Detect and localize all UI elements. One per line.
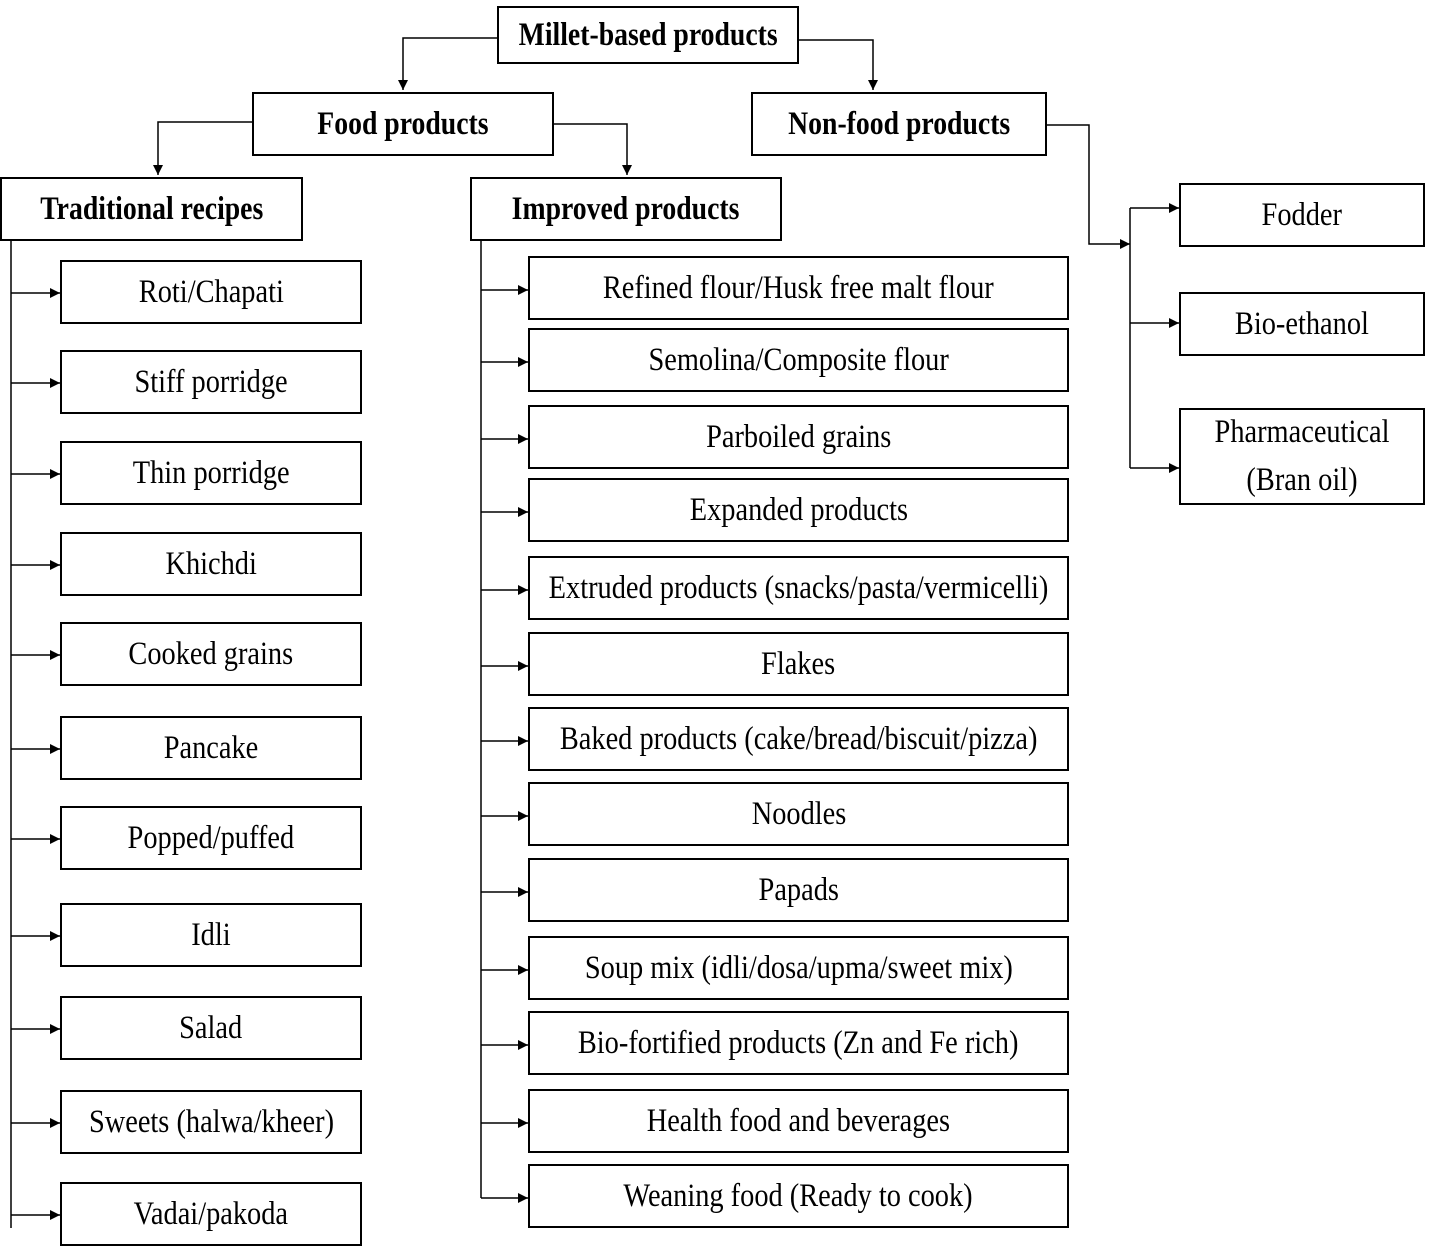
improved-item-label: Extruded products (snacks/pasta/vermicel…: [548, 569, 1049, 606]
non-food-item-label: Bio-ethanol: [1235, 305, 1369, 342]
improved-item-label: Noodles: [751, 795, 846, 832]
non-food-products-node: Non-food products: [751, 92, 1047, 156]
improved-item-label: Papads: [758, 871, 839, 908]
improved-item-baked-products-cake-bread-biscuit-pizza: Baked products (cake/bread/biscuit/pizza…: [528, 707, 1069, 771]
traditional-item-label: Thin porridge: [132, 454, 290, 491]
non-food-products-label: Non-food products: [787, 105, 1011, 142]
traditional-recipes-node: Traditional recipes: [0, 177, 303, 241]
traditional-item-stiff-porridge: Stiff porridge: [60, 350, 362, 414]
improved-item-health-food-and-beverages: Health food and beverages: [528, 1089, 1069, 1153]
improved-item-label: Semolina/Composite flour: [648, 341, 949, 378]
improved-item-extruded-products-snacks-pasta-vermicelli: Extruded products (snacks/pasta/vermicel…: [528, 556, 1069, 620]
improved-item-label: Bio-fortified products (Zn and Fe rich): [578, 1024, 1019, 1061]
food-products-node: Food products: [252, 92, 554, 156]
traditional-item-vadai-pakoda: Vadai/pakoda: [60, 1182, 362, 1246]
traditional-item-label: Pancake: [163, 729, 259, 766]
traditional-item-thin-porridge: Thin porridge: [60, 441, 362, 505]
improved-item-bio-fortified-products-zn-and-fe-rich: Bio-fortified products (Zn and Fe rich): [528, 1011, 1069, 1075]
improved-item-label: Soup mix (idli/dosa/upma/sweet mix): [584, 949, 1013, 986]
improved-item-label: Refined flour/Husk free malt flour: [603, 269, 994, 306]
traditional-item-popped-puffed: Popped/puffed: [60, 806, 362, 870]
improved-products-label: Improved products: [512, 190, 740, 227]
improved-item-label: Parboiled grains: [705, 418, 892, 455]
improved-item-parboiled-grains: Parboiled grains: [528, 405, 1069, 469]
improved-item-noodles: Noodles: [528, 782, 1069, 846]
improved-item-flakes: Flakes: [528, 632, 1069, 696]
connector-root-to-food: [398, 37, 497, 90]
traditional-recipes-label: Traditional recipes: [39, 190, 264, 227]
connector-food-to-traditional: [153, 121, 252, 175]
improved-item-label: Baked products (cake/bread/biscuit/pizza…: [559, 720, 1038, 757]
non-food-item-label: Fodder: [1261, 196, 1343, 233]
traditional-item-label: Cooked grains: [128, 635, 294, 672]
improved-item-label: Health food and beverages: [646, 1102, 951, 1139]
traditional-item-salad: Salad: [60, 996, 362, 1060]
improved-item-label: Weaning food (Ready to cook): [623, 1177, 974, 1214]
improved-item-weaning-food-ready-to-cook: Weaning food (Ready to cook): [528, 1164, 1069, 1228]
traditional-item-label: Idli: [191, 916, 231, 953]
traditional-item-pancake: Pancake: [60, 716, 362, 780]
root-label: Millet-based products: [518, 16, 778, 53]
improved-products-node: Improved products: [470, 177, 782, 241]
non-food-item-fodder: Fodder: [1179, 183, 1425, 247]
connector-food-to-improved: [554, 123, 632, 175]
traditional-item-idli: Idli: [60, 903, 362, 967]
traditional-item-label: Khichdi: [165, 545, 257, 582]
connector-root-to-non-food: [799, 39, 878, 90]
improved-item-expanded-products: Expanded products: [528, 478, 1069, 542]
non-food-item-label: Pharmaceutical (Bran oil): [1214, 413, 1390, 498]
improved-item-label: Expanded products: [689, 491, 908, 528]
improved-item-label: Flakes: [761, 645, 836, 682]
improved-item-soup-mix-idli-dosa-upma-sweet-mix: Soup mix (idli/dosa/upma/sweet mix): [528, 936, 1069, 1000]
connector-non-food-to-branch: [1047, 124, 1130, 249]
traditional-item-label: Sweets (halwa/kheer): [88, 1103, 334, 1140]
traditional-item-cooked-grains: Cooked grains: [60, 622, 362, 686]
traditional-item-label: Popped/puffed: [127, 819, 295, 856]
traditional-item-label: Stiff porridge: [134, 363, 288, 400]
food-products-label: Food products: [317, 105, 489, 142]
improved-item-refined-flour-husk-free-malt-flour: Refined flour/Husk free malt flour: [528, 256, 1069, 320]
root-node: Millet-based products: [497, 6, 799, 64]
traditional-item-label: Salad: [179, 1009, 243, 1046]
traditional-item-label: Roti/Chapati: [138, 273, 284, 310]
traditional-item-sweets-halwa-kheer: Sweets (halwa/kheer): [60, 1090, 362, 1154]
non-food-item-pharmaceutical-bran-oil: Pharmaceutical (Bran oil): [1179, 408, 1425, 505]
non-food-item-bio-ethanol: Bio-ethanol: [1179, 292, 1425, 356]
traditional-item-label: Vadai/pakoda: [133, 1195, 289, 1232]
improved-item-papads: Papads: [528, 858, 1069, 922]
traditional-item-roti-chapati: Roti/Chapati: [60, 260, 362, 324]
traditional-item-khichdi: Khichdi: [60, 532, 362, 596]
improved-item-semolina-composite-flour: Semolina/Composite flour: [528, 328, 1069, 392]
